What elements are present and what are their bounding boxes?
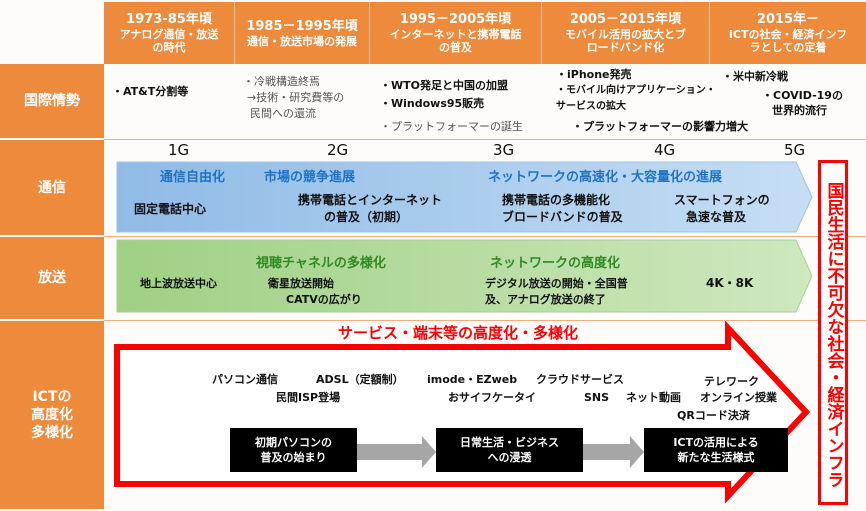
era-years: 1995－2005年頃 bbox=[399, 12, 512, 27]
intl-win95: ・Windows95販売 bbox=[380, 97, 485, 110]
intl-uschina: ・米中新冷戦 bbox=[722, 70, 788, 83]
intl-coldwar-2: →技術・研究費等の bbox=[247, 91, 345, 104]
telecom-smartphone-2: 急速な普及 bbox=[686, 210, 747, 224]
telecom-multifunction-2: ブロードバンドの普及 bbox=[502, 210, 623, 224]
broadcast-digital-1: デジタル放送の開始・全国普 bbox=[485, 277, 628, 290]
telecom-fixed: 固定電話中心 bbox=[134, 202, 207, 216]
intl-platform-power: ・プラットフォーマーの影響力増大 bbox=[572, 120, 748, 133]
era-label: 通信・放送市場の発展 bbox=[247, 34, 357, 48]
ict-online-class: オンライン授業 bbox=[700, 391, 777, 404]
ict-stage-2-line-2: への浸透 bbox=[487, 451, 532, 464]
row-divider bbox=[104, 236, 866, 237]
telecom-smartphone-1: スマートフォンの bbox=[674, 193, 770, 207]
row-label-broadcast: 放送 bbox=[0, 237, 104, 321]
generation-2g: 2G bbox=[327, 141, 349, 159]
ict-isp: 民間ISP登場 bbox=[276, 391, 341, 404]
era-years: 1985－1995年頃 bbox=[246, 18, 358, 34]
row-label-international: 国際情勢 bbox=[0, 64, 104, 140]
intl-att: ・AT&T分割等 bbox=[112, 85, 189, 98]
telecom-band-arrow bbox=[116, 161, 813, 233]
row-divider bbox=[104, 320, 866, 321]
generation-3g: 3G bbox=[493, 141, 515, 159]
era-header-1: 1973-85年頃 アナログ通信・放送の時代 bbox=[104, 2, 235, 64]
ict-stage-1: 初期パソコンの 普及の始まり bbox=[230, 428, 357, 472]
ict-telework: テレワーク bbox=[704, 375, 759, 388]
broadcast-channels: 視聴チャネルの多様化 bbox=[256, 256, 386, 271]
era-header-3: 1995－2005年頃 インターネットと携帯電話の普及 bbox=[370, 2, 542, 64]
era-label: モバイル活用の拡大とブロードバンド化 bbox=[565, 28, 686, 54]
ict-stage-3: ICTの活用による 新たな生活様式 bbox=[644, 428, 788, 472]
ict-cloud: クラウドサービス bbox=[536, 373, 624, 386]
era-header-2: 1985－1995年頃 通信・放送市場の発展 bbox=[235, 2, 370, 64]
telecom-liberalization: 通信自由化 bbox=[160, 170, 226, 185]
broadcast-resolution: 4K・8K bbox=[706, 276, 754, 290]
ict-stage-3-line-1: ICTの活用による bbox=[673, 436, 759, 449]
telecom-mobile-internet-1: 携帯電話とインターネット bbox=[298, 193, 443, 207]
era-header-5: 2015年－ ICTの社会・経済インフラとしての定着 bbox=[710, 2, 866, 64]
gray-arrow-1 bbox=[357, 436, 436, 468]
intl-covid-1: ・COVID-19の bbox=[762, 89, 843, 102]
intl-coldwar-1: ・冷戦構造終焉 bbox=[243, 75, 320, 88]
intl-coldwar-3: 民間への還流 bbox=[250, 107, 316, 120]
ict-pc-comm: パソコン通信 bbox=[212, 373, 278, 386]
ict-adsl: ADSL（定額制） bbox=[316, 373, 404, 386]
generation-1g: 1G bbox=[168, 141, 190, 159]
intl-mobile-app-1: ・モバイル向けアプリケーション・ bbox=[556, 85, 716, 96]
ict-stage-2-line-1: 日常生活・ビジネス bbox=[460, 436, 559, 449]
row-divider bbox=[104, 139, 866, 140]
broadcast-satellite-2: CATVの広がり bbox=[286, 293, 362, 306]
telecom-competition: 市場の競争進展 bbox=[264, 170, 356, 185]
ict-qr: QRコード決済 bbox=[677, 409, 750, 422]
era-label: アナログ通信・放送の時代 bbox=[119, 28, 219, 54]
ict-stage-1-line-1: 初期パソコンの bbox=[255, 436, 332, 449]
era-header-4: 2005－2015年頃 モバイル活用の拡大とブロードバンド化 bbox=[542, 2, 710, 64]
side-banner-text: 国民生活に不可欠な社会・経済インフラ bbox=[823, 181, 844, 488]
era-years: 1973-85年頃 bbox=[126, 12, 212, 27]
intl-covid-2: 世界的流行 bbox=[772, 104, 827, 117]
ict-osaifu: おサイフケータイ bbox=[448, 391, 536, 404]
era-years: 2015年－ bbox=[756, 12, 820, 27]
intl-wto: ・WTO発足と中国の加盟 bbox=[380, 79, 508, 92]
era-years: 2005－2015年頃 bbox=[569, 12, 682, 27]
broadcast-terrestrial: 地上波放送中心 bbox=[140, 277, 217, 290]
broadcast-satellite-1: 衛星放送開始 bbox=[268, 277, 334, 290]
ict-banner: サービス・端末等の高度化・多様化 bbox=[338, 324, 579, 342]
row-label-telecom: 通信 bbox=[0, 140, 104, 237]
ict-stage-1-line-2: 普及の始まり bbox=[260, 451, 327, 464]
era-label: ICTの社会・経済インフラとしての定着 bbox=[728, 28, 848, 54]
telecom-mobile-internet-2: の普及（初期） bbox=[324, 210, 409, 224]
generation-5g: 5G bbox=[784, 141, 806, 159]
intl-iphone: ・iPhone発売 bbox=[556, 68, 632, 81]
row-label-ict: ICTの 高度化 多様化 bbox=[0, 321, 104, 511]
broadcast-digital-2: 及、アナログ放送の終了 bbox=[485, 293, 606, 306]
ict-stage-3-line-2: 新たな生活様式 bbox=[677, 451, 755, 464]
broadcast-band-arrow bbox=[116, 239, 813, 313]
ict-stage-2: 日常生活・ビジネス への浸透 bbox=[436, 428, 583, 472]
era-label: インターネットと携帯電話の普及 bbox=[389, 28, 522, 54]
broadcast-network-adv: ネットワークの高度化 bbox=[490, 256, 621, 271]
telecom-multifunction-1: 携帯電話の多機能化 bbox=[502, 193, 611, 207]
telecom-network-speed: ネットワークの高速化・大容量化の進展 bbox=[488, 170, 723, 185]
ict-imode: imode・EZweb bbox=[427, 373, 518, 386]
generation-4g: 4G bbox=[654, 141, 676, 159]
intl-mobile-app-2: サービスの拡大 bbox=[556, 101, 626, 112]
ict-video: ネット動画 bbox=[626, 391, 681, 404]
intl-platform-birth: ・プラットフォーマーの誕生 bbox=[380, 120, 523, 133]
gray-arrow-2 bbox=[583, 436, 644, 468]
side-banner-box: 国民生活に不可欠な社会・経済インフラ bbox=[818, 160, 848, 505]
ict-sns: SNS bbox=[584, 391, 610, 404]
